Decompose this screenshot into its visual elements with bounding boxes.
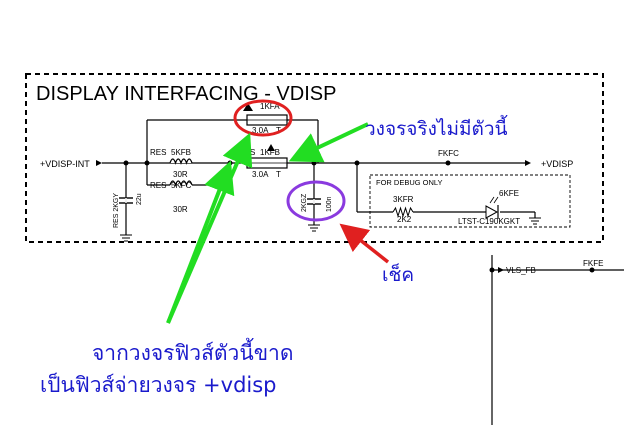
res-5kfc-value: 30R: [173, 205, 188, 214]
green-arrow-to-1kfa-from-text: [288, 122, 369, 163]
res-3kfr-ref: 3KFR: [393, 195, 414, 204]
fuse-1kfa-rating: 3.0A: [252, 126, 269, 135]
cap-2kgz-ref: 2KGZ: [301, 193, 308, 212]
net-out-arrow: [525, 160, 531, 166]
red-highlight-ellipse: [233, 99, 293, 137]
block-frame: [25, 73, 604, 243]
fkfc-label: FKFC: [438, 149, 459, 158]
debug-box: [369, 174, 571, 228]
block-title: DISPLAY INTERFACING - VDISP: [36, 83, 336, 105]
red-arrow-to-cap: [339, 223, 390, 264]
ground-icon: [308, 224, 320, 232]
annotation-fuse-line1: จากวงจรฟิวส์ตัวนี้ขาด: [92, 338, 294, 365]
purple-highlight-ellipse: [286, 180, 346, 222]
fuse-1kfb-ref: 1KFB: [260, 148, 280, 157]
res-5kfb-ref: 5KFB: [171, 148, 191, 157]
cap-2kgy-value: 22u: [136, 193, 143, 205]
annotation-no-part: วงจรจริงไม่มีตัวนี้: [365, 115, 508, 140]
fuse-1kfb-prefix: S: [250, 148, 255, 157]
led-ref: 6KFE: [499, 189, 519, 198]
fkfe-dot: [589, 267, 595, 273]
led-part: LTST-C190KGKT: [458, 217, 520, 226]
res-5kfc-ref: 5KFC: [171, 181, 192, 190]
fuse-1kfb-rating: 3.0A: [252, 170, 269, 179]
vls-fb-wires: [491, 255, 624, 425]
ground-icon: [120, 234, 132, 242]
vls-fb-arrow: [498, 267, 504, 273]
vls-fb-label: VLS_FB: [506, 266, 536, 275]
fuse-1kfa-type: T: [276, 126, 281, 135]
res-5kfb-label: RES: [150, 148, 166, 157]
res-3kfr-value: 2K2: [397, 215, 412, 224]
res-5kfc-label: RES: [150, 181, 166, 190]
vls-fb-dot: [489, 267, 495, 273]
warning-triangle-icon: [243, 103, 253, 111]
res-5kfb-coil: [169, 158, 193, 165]
led-diode-icon: [485, 196, 499, 219]
ground-icon: [529, 217, 541, 225]
fkfc-dot: [445, 160, 451, 166]
fuse-1kfa-ref: 1KFA: [260, 102, 280, 111]
debug-label: FOR DEBUG ONLY: [376, 178, 443, 187]
res-5kfc-coil: [169, 180, 193, 187]
cap-2kgy-label: RES 2KGY: [113, 193, 120, 228]
fuse-1kfb-type: T: [276, 170, 281, 179]
warning-triangle-icon: [267, 144, 275, 151]
res-5kfb-value: 30R: [173, 170, 188, 179]
res-3kfr-zigzag: [392, 206, 414, 218]
fkfe-label: FKFE: [583, 259, 603, 268]
annotation-fuse-line2: เป็นฟิวส์จ่ายวงจร +vdisp: [40, 371, 277, 397]
green-arrow-to-1kfb: [166, 160, 235, 324]
annotation-check: เช็ค: [382, 262, 414, 286]
net-out-label: +VDISP: [541, 159, 573, 169]
cap-2kgz-value: 100n: [326, 196, 333, 212]
net-in-label: +VDISP-INT: [40, 159, 90, 169]
net-in-arrow: [96, 160, 102, 166]
